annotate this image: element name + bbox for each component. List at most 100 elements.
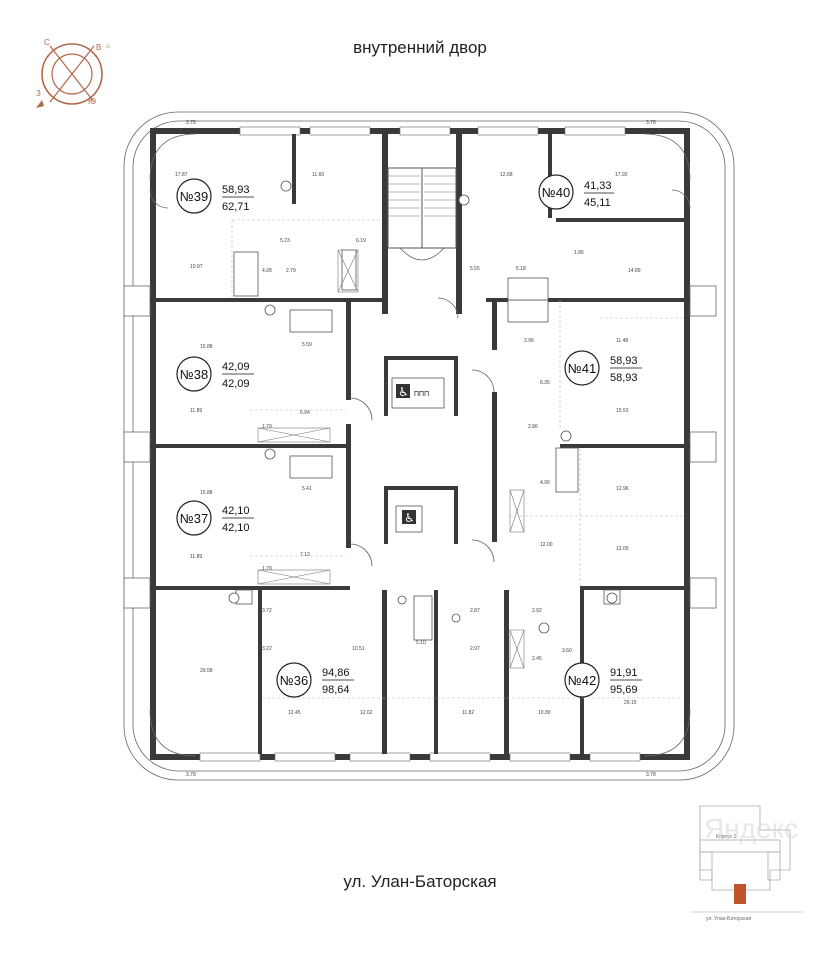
unit-36: №36 94,86 98,64 xyxy=(276,662,354,698)
svg-text:♿: ♿ xyxy=(398,385,409,399)
compass-ring xyxy=(41,43,103,105)
compass-arrow-icon xyxy=(36,100,44,108)
room-area: 1.86 xyxy=(574,250,584,256)
elevator-upper: ♿ ППП xyxy=(384,356,458,416)
room-area: 3.60 xyxy=(562,648,572,654)
room-area: 29.15 xyxy=(624,700,637,706)
room-area: 3.22 xyxy=(262,646,272,652)
svg-text:58,93: 58,93 xyxy=(610,372,638,384)
room-areas: 17.87 11.60 12.68 17.92 5.23 6.19 10.97 … xyxy=(175,172,641,716)
compass-north: С xyxy=(44,38,50,47)
room-area: 5.41 xyxy=(302,486,312,492)
svg-text:№41: №41 xyxy=(568,361,596,376)
room-area: 2.92 xyxy=(532,608,542,614)
key-plan-label: Корпус 1 xyxy=(716,834,737,840)
svg-text:№42: №42 xyxy=(568,673,596,688)
svg-text:42,10: 42,10 xyxy=(222,505,250,517)
room-area: 1.79 xyxy=(262,566,272,572)
svg-text:91,91: 91,91 xyxy=(610,667,638,679)
wheelchair-icon xyxy=(396,384,410,398)
svg-text:№38: №38 xyxy=(180,367,208,382)
svg-text:41,33: 41,33 xyxy=(584,180,612,192)
unit-badges: №39 58,93 62,71 №40 41,33 45,11 №38 42,0… xyxy=(176,174,642,698)
doors xyxy=(149,189,691,567)
room-area: 12.62 xyxy=(360,710,373,716)
bathrooms xyxy=(228,180,621,641)
compass-east: В xyxy=(96,43,101,52)
street-caption: ул. Улан-Баторская xyxy=(343,872,497,891)
room-area: 8.35 xyxy=(540,380,550,386)
svg-text:95,69: 95,69 xyxy=(610,684,638,696)
svg-text:№40: №40 xyxy=(542,185,570,200)
svg-text:98,64: 98,64 xyxy=(322,684,350,696)
room-area: 5.18 xyxy=(516,266,526,272)
svg-text:45,11: 45,11 xyxy=(584,197,611,209)
zone-lines xyxy=(231,219,684,699)
room-area: 12.00 xyxy=(540,542,553,548)
room-area: 15.88 xyxy=(200,344,213,350)
room-area: 12.96 xyxy=(616,486,629,492)
sun-icon: ☼ xyxy=(104,41,111,50)
room-area: 3.96 xyxy=(524,338,534,344)
unit-41: №41 58,93 58,93 xyxy=(564,350,642,386)
svg-text:58,93: 58,93 xyxy=(610,355,638,367)
stair-core xyxy=(387,167,457,261)
dim-bottom-left: 3.78 xyxy=(186,772,196,778)
svg-text:№36: №36 xyxy=(280,673,308,688)
wheelchair-icon xyxy=(402,510,416,524)
room-area: 12.45 xyxy=(288,710,301,716)
room-area: 11.60 xyxy=(312,172,324,178)
svg-text:42,10: 42,10 xyxy=(222,522,250,534)
watermark: Яндекс xyxy=(704,813,798,844)
room-area: 10.97 xyxy=(190,264,203,270)
room-area: 2.97 xyxy=(470,646,480,652)
room-area: 2.86 xyxy=(528,424,538,430)
compass-west: З xyxy=(36,89,41,98)
room-area: 11.82 xyxy=(462,710,474,716)
dim-top-left: 3.78 xyxy=(186,120,196,126)
svg-text:94,86: 94,86 xyxy=(322,667,350,679)
room-area: 11.89 xyxy=(190,554,202,560)
room-area: 12.68 xyxy=(500,172,513,178)
room-area: 6.19 xyxy=(356,238,366,244)
svg-text:№37: №37 xyxy=(180,511,208,526)
key-plan: Корпус 1 ул. Улан-Баторская Яндекс xyxy=(690,800,804,922)
room-area: 11.89 xyxy=(190,408,202,414)
room-area: 2.87 xyxy=(470,608,480,614)
svg-text:№39: №39 xyxy=(180,189,208,204)
lift-label: ППП xyxy=(414,391,429,398)
dim-bottom-right: 3.78 xyxy=(646,772,656,778)
room-area: 4.90 xyxy=(540,480,550,486)
room-area: 10.51 xyxy=(352,646,365,652)
room-area: 2.45 xyxy=(532,656,542,662)
room-area: 14.89 xyxy=(628,268,641,274)
room-area: 29.58 xyxy=(200,668,213,674)
room-area: 3.72 xyxy=(262,608,272,614)
room-area: 10.80 xyxy=(538,710,551,716)
room-area: 6.94 xyxy=(300,410,310,416)
room-area: 17.92 xyxy=(615,172,628,178)
unit-40: №40 41,33 45,11 xyxy=(538,174,614,210)
compass-south: Ю xyxy=(88,97,96,106)
elevator-lower: ♿ xyxy=(384,486,458,544)
compass: С В З Ю ☼ xyxy=(36,38,111,108)
svg-text:42,09: 42,09 xyxy=(222,361,250,373)
room-area: 15.53 xyxy=(616,408,629,414)
room-area: 15.88 xyxy=(200,490,213,496)
corner-dimensions: 3.78 3.78 3.78 3.78 xyxy=(186,120,656,778)
interior-walls xyxy=(150,134,690,754)
room-area: 17.87 xyxy=(175,172,188,178)
room-area: 5.10 xyxy=(416,640,426,646)
svg-text:42,09: 42,09 xyxy=(222,378,250,390)
room-area: 5.55 xyxy=(470,266,480,272)
unit-39: №39 58,93 62,71 xyxy=(176,178,254,214)
compass-inner-ring xyxy=(51,53,93,95)
svg-text:♿: ♿ xyxy=(404,511,415,525)
svg-text:58,93: 58,93 xyxy=(222,184,250,196)
dim-top-right: 3.78 xyxy=(646,120,656,126)
unit-42: №42 91,91 95,69 xyxy=(564,662,642,698)
svg-text:62,71: 62,71 xyxy=(222,201,250,213)
room-area: 7.13 xyxy=(300,552,310,558)
room-area: 1.79 xyxy=(262,424,272,430)
